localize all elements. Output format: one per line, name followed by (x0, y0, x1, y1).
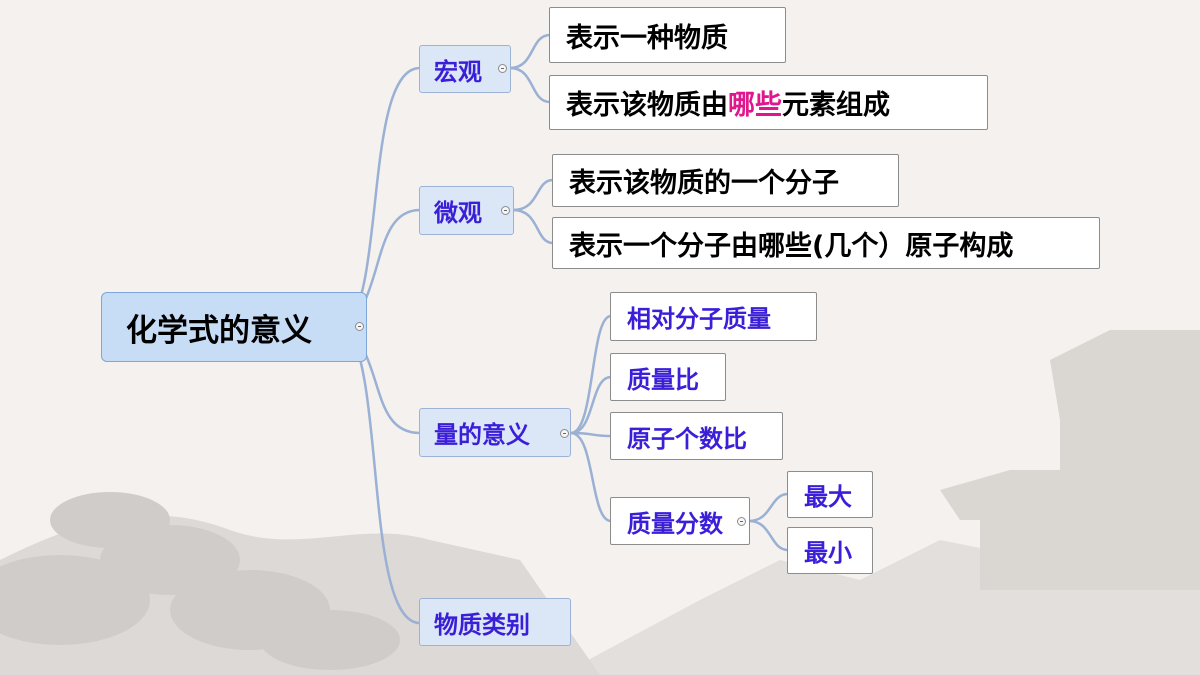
quant-item-mass-fraction[interactable]: 质量分数 (610, 497, 750, 545)
quant-item-3-label: 原子个数比 (627, 424, 747, 453)
edge-fraction-1 (747, 492, 790, 523)
edge-macro-1 (508, 33, 552, 70)
quant-item-atom-ratio[interactable]: 原子个数比 (610, 412, 783, 460)
edge-quant-2 (569, 375, 613, 435)
quant-item-relative-mass[interactable]: 相对分子质量 (610, 292, 817, 341)
pine-tree-cluster (0, 492, 400, 670)
quant-item-2-label: 质量比 (627, 365, 699, 394)
pavilion-silhouette (940, 330, 1200, 590)
edge-micro-2 (511, 208, 555, 245)
edge-root-category (344, 325, 422, 625)
edge-quant-4 (569, 431, 613, 523)
macro-item-1[interactable]: 表示一种物质 (549, 7, 786, 63)
micro-item-2[interactable]: 表示一个分子由哪些(几个）原子构成 (552, 217, 1100, 269)
quant-item-mass-ratio[interactable]: 质量比 (610, 353, 726, 401)
root-label: 化学式的意义 (126, 312, 312, 349)
macro-item-1-label: 表示一种物质 (566, 22, 728, 54)
fraction-collapse-icon[interactable] (737, 517, 746, 526)
fraction-item-max[interactable]: 最大 (787, 471, 873, 518)
micro-label: 微观 (434, 199, 482, 227)
node-category[interactable]: 物质类别 (419, 598, 571, 646)
macro-item-2-pre: 表示该物质由 (566, 90, 728, 121)
node-micro[interactable]: 微观 (419, 186, 514, 235)
edge-fraction-2 (747, 519, 790, 552)
node-quantity[interactable]: 量的意义 (419, 408, 571, 457)
macro-label: 宏观 (434, 57, 482, 86)
quantity-label: 量的意义 (434, 421, 530, 449)
fraction-item-min[interactable]: 最小 (787, 527, 873, 574)
root-collapse-icon[interactable] (355, 322, 364, 331)
macro-item-2[interactable]: 表示该物质由哪些元素组成 (549, 75, 988, 130)
quant-item-4-label: 质量分数 (627, 509, 723, 538)
edge-micro-1 (511, 178, 555, 212)
macro-collapse-icon[interactable] (498, 64, 507, 73)
quant-item-1-label: 相对分子质量 (627, 305, 771, 333)
root-node[interactable]: 化学式的意义 (101, 292, 367, 362)
edge-quant-1 (569, 314, 613, 435)
macro-item-2-post: 元素组成 (782, 90, 890, 121)
edge-macro-2 (508, 66, 552, 104)
micro-item-1[interactable]: 表示该物质的一个分子 (552, 154, 899, 207)
micro-item-2-label: 表示一个分子由哪些(几个）原子构成 (569, 230, 1014, 262)
micro-collapse-icon[interactable] (501, 206, 510, 215)
quantity-collapse-icon[interactable] (560, 429, 569, 438)
category-label: 物质类别 (434, 610, 530, 639)
macro-item-2-highlight: 哪些 (728, 90, 782, 121)
fraction-item-2-label: 最小 (804, 539, 852, 567)
micro-item-1-label: 表示该物质的一个分子 (569, 168, 839, 199)
edge-quant-3 (569, 431, 613, 438)
edge-root-macro (344, 66, 422, 329)
node-macro[interactable]: 宏观 (419, 45, 511, 93)
fraction-item-1-label: 最大 (804, 483, 852, 511)
